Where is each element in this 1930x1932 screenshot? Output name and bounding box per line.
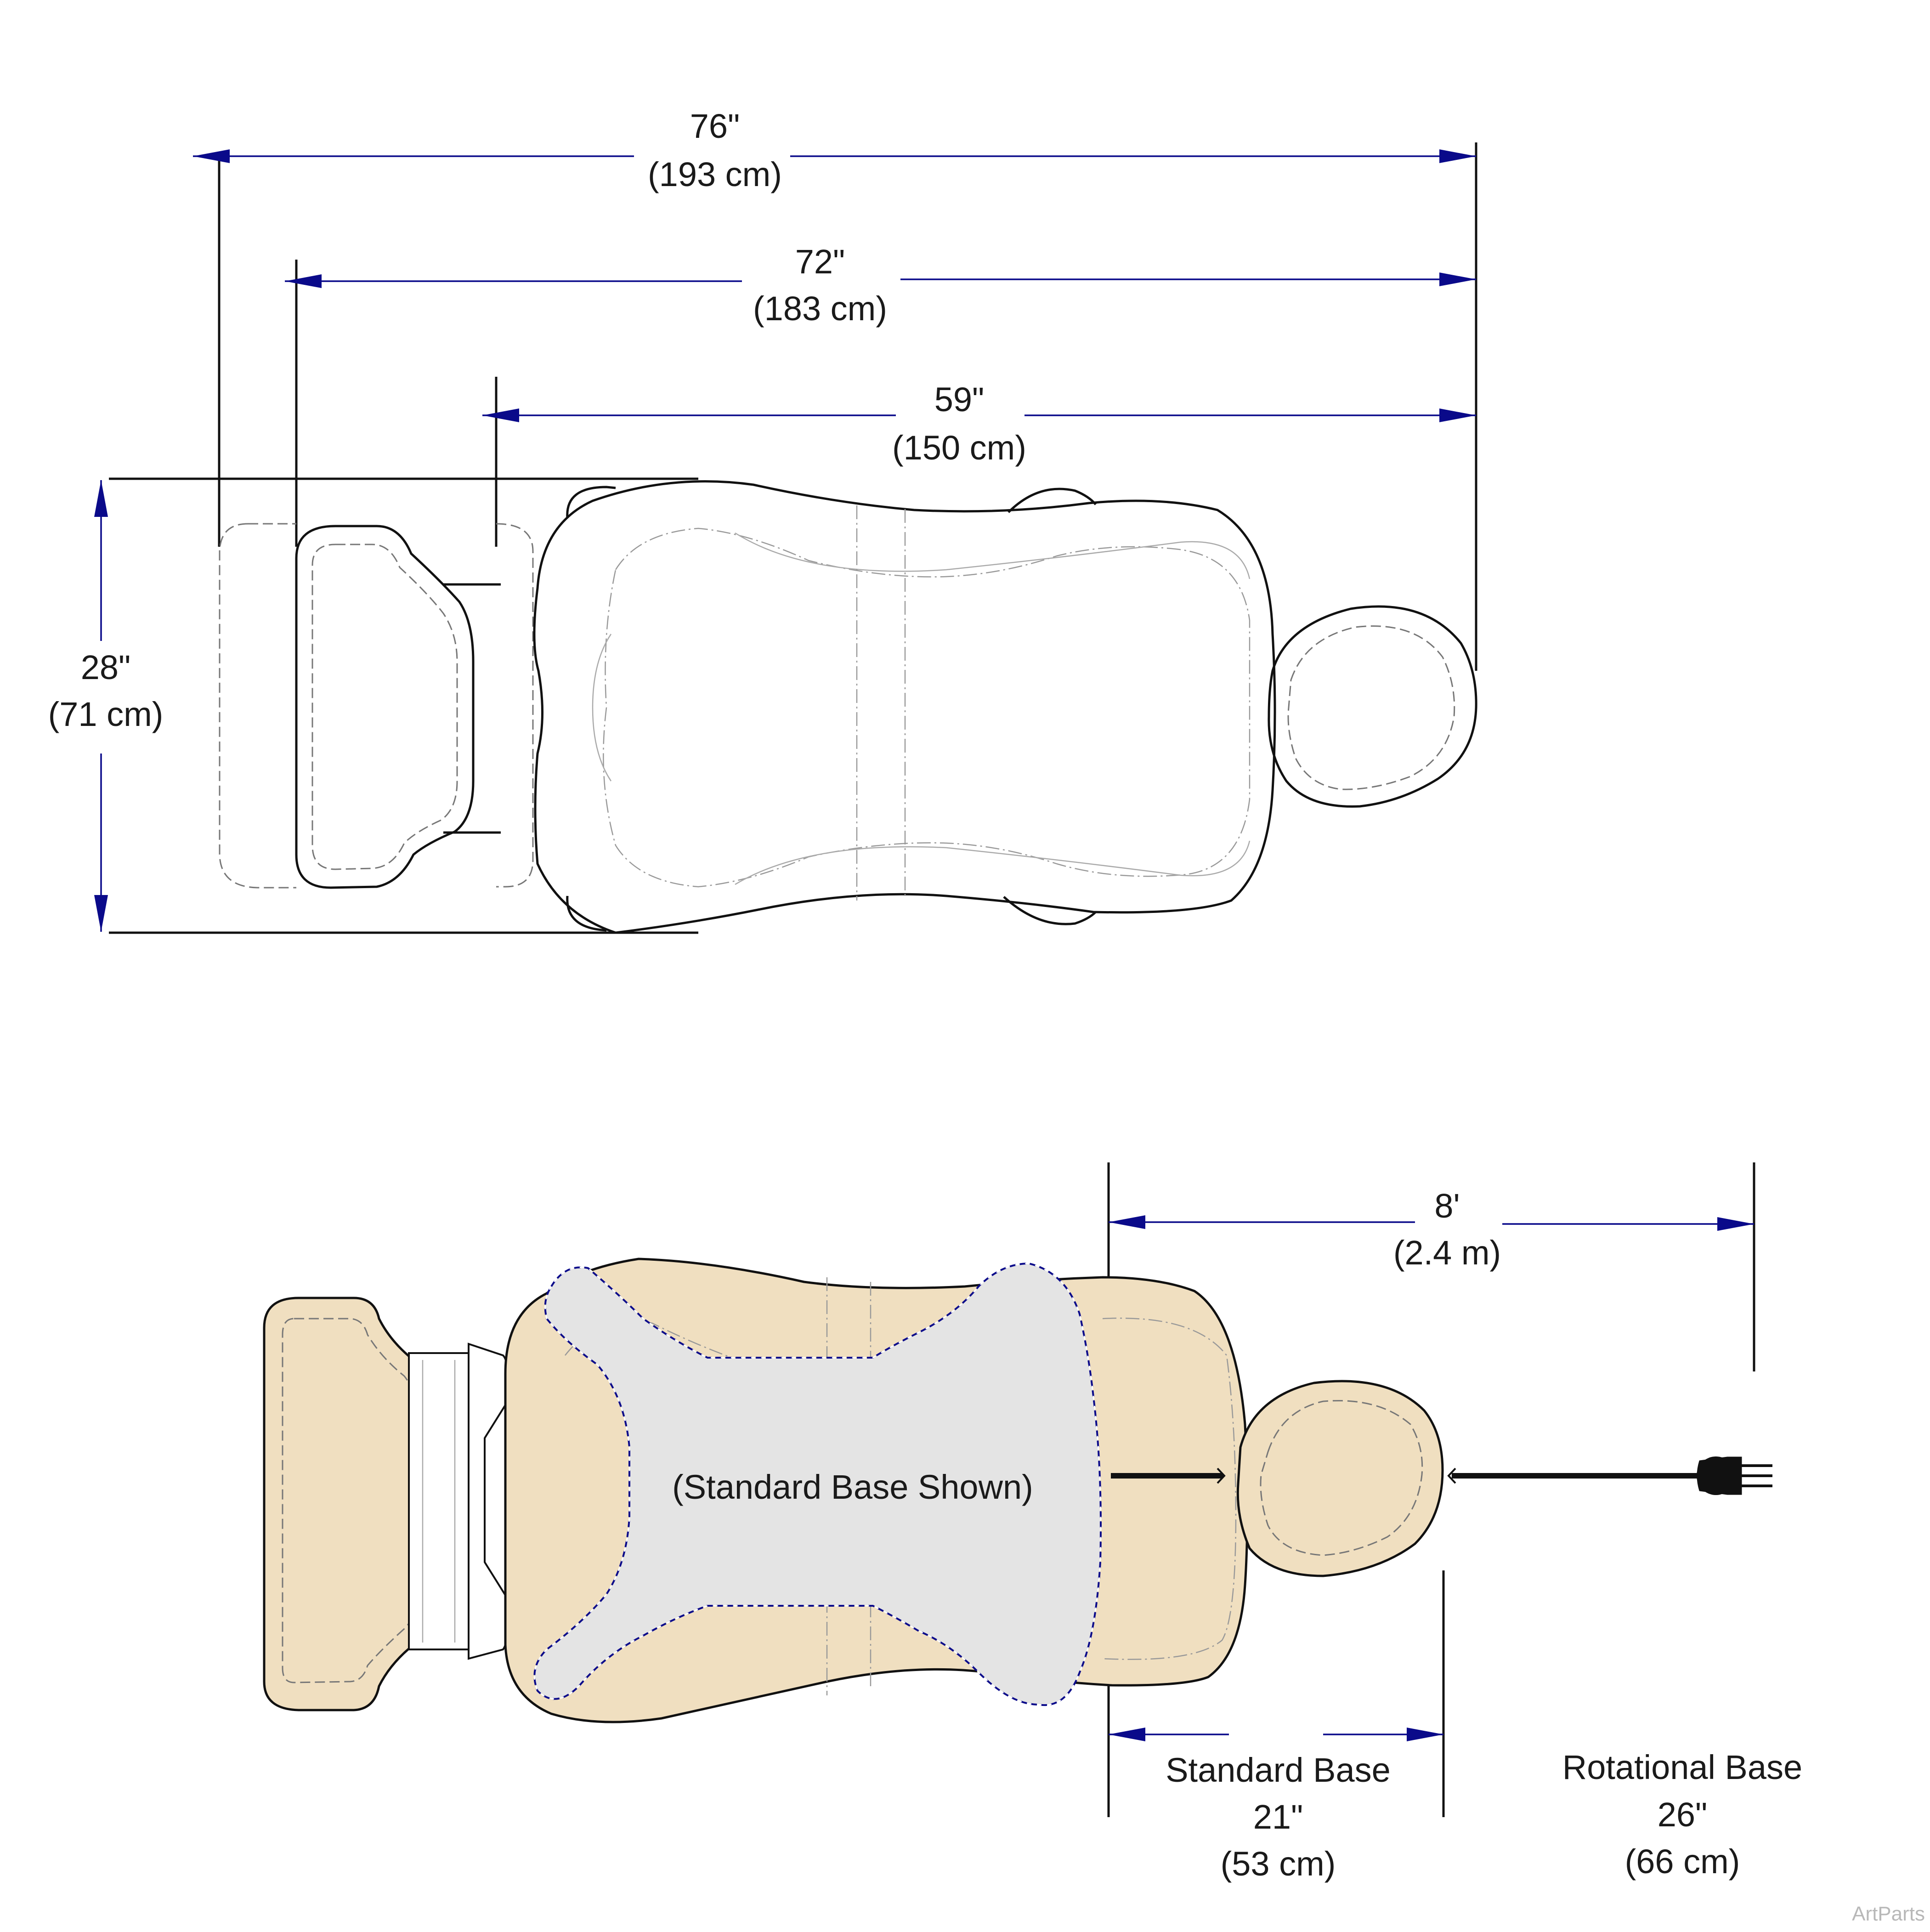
rotational-base-info: Rotational Base 26" (66 cm): [1562, 1748, 1802, 1881]
dimension-standard-base: Standard Base 21" (53 cm): [1109, 1728, 1443, 1883]
dim-76-cm: (193 cm): [648, 155, 782, 193]
arm-bump-top-right: [1007, 487, 1097, 513]
standard-base-in: 21": [1253, 1798, 1303, 1836]
dim-72-in: 72": [795, 243, 845, 281]
dim-2-4m: (2.4 m): [1393, 1234, 1501, 1272]
arm-bump-top-left: [566, 486, 616, 519]
headrest: [1268, 605, 1477, 808]
rotational-base-label: Rotational Base: [1562, 1748, 1802, 1786]
dim-59-in: 59": [934, 380, 985, 419]
dimension-72: 72" (183 cm): [285, 243, 1476, 328]
legrest-ghost: [496, 523, 534, 888]
base-note: (Standard Base Shown): [672, 1468, 1033, 1506]
top-view: 76" (193 cm) 72" (183 cm) 59" (150 cm) 2…: [48, 107, 1477, 934]
headrest-upholstered: [1236, 1380, 1444, 1577]
dim-76-in: 76": [690, 107, 740, 145]
base-plate: [533, 1262, 1102, 1706]
dim-72-cm: (183 cm): [753, 289, 887, 328]
standard-base-label: Standard Base: [1166, 1751, 1391, 1789]
dimension-59: 59" (150 cm): [482, 380, 1476, 467]
arm-bump-bottom-left: [566, 895, 607, 932]
watermark: ArtParts: [1852, 1903, 1925, 1925]
standard-base-cm: (53 cm): [1221, 1845, 1336, 1883]
plug-icon: [1697, 1456, 1772, 1495]
dimension-76: 76" (193 cm): [193, 107, 1476, 193]
rotational-base-cm: (66 cm): [1625, 1842, 1740, 1881]
rotational-base-in: 26": [1658, 1796, 1708, 1834]
bottom-view: 8' (2.4 m) (Standard Base Shown): [263, 1162, 1802, 1883]
legrest-connector: [408, 1352, 470, 1650]
dim-8ft: 8': [1434, 1187, 1460, 1225]
dimension-28: 28" (71 cm): [48, 480, 164, 932]
seat-back-cushion: [533, 480, 1276, 934]
dim-59-cm: (150 cm): [892, 429, 1026, 467]
dimension-8ft: 8' (2.4 m): [1109, 1187, 1754, 1272]
arm-bump-bottom-right: [1003, 896, 1097, 925]
dim-28-in: 28": [81, 648, 131, 686]
dim-28-cm: (71 cm): [48, 695, 164, 733]
footrest-extended-ghost: [219, 523, 296, 889]
